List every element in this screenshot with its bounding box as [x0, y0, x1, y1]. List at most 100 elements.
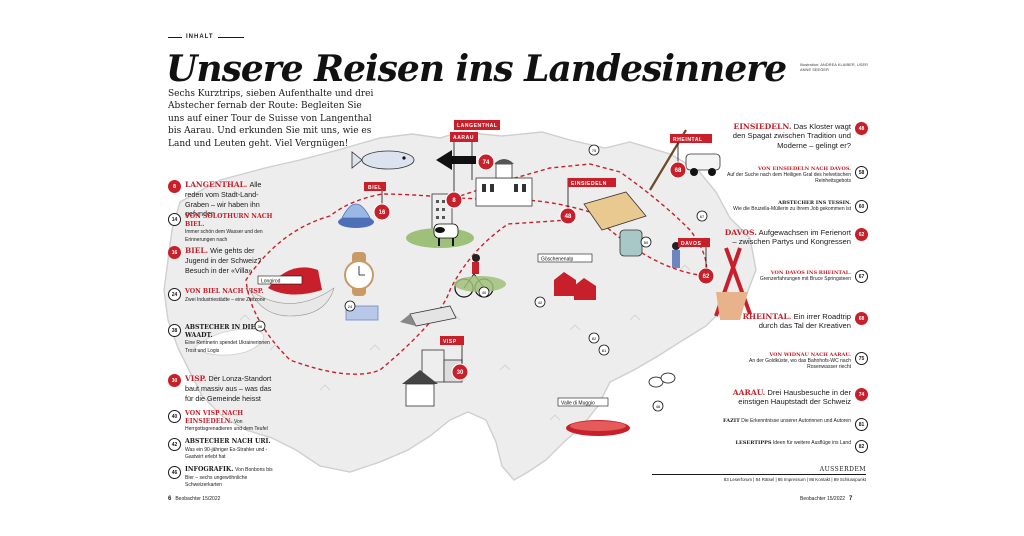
map-pin-small: 46 — [652, 400, 664, 412]
blue-police-light — [338, 203, 374, 228]
muggio-label — [557, 397, 609, 407]
entry-title: FAZIT — [722, 418, 740, 424]
map-pin-small-label: 36 — [258, 324, 263, 329]
toc-entry[interactable]: 42 ABSTECHER NACH URI. Was ein 90-jährig… — [168, 438, 275, 461]
fish-blimp — [351, 150, 415, 170]
kicker-rule — [168, 36, 182, 38]
map-pin-label: 16 — [379, 210, 386, 216]
chalet — [402, 370, 438, 407]
entry-title: LESERTIPPS — [735, 440, 772, 446]
map-label-davos: DAVOS — [681, 241, 701, 247]
map-label-visp: VISP — [443, 339, 457, 345]
toc-entry[interactable]: LESERTIPPS Ideen für weitere Ausflüge in… — [680, 440, 868, 453]
map-pin: 30 — [451, 363, 469, 381]
map-pin-small: 40 — [478, 286, 490, 298]
einsiedeln-board — [583, 191, 647, 231]
green-meadow-2 — [454, 276, 506, 292]
map-pin-small-label: 50 — [644, 240, 649, 245]
rheintal-car — [685, 153, 721, 176]
ausserdem-heading: AUSSERDEM — [819, 466, 866, 473]
page-badge: 14 — [168, 213, 181, 226]
page-badge: 82 — [855, 440, 868, 453]
page-badge: 75 — [855, 352, 868, 365]
entry-title: VON SOLOTHURN NACH BIEL. — [185, 213, 273, 228]
longirod-label — [257, 275, 303, 285]
ausserdem-rule — [652, 474, 866, 475]
toc-entry[interactable]: 14 VON SOLOTHURN NACH BIEL.Immer schön d… — [168, 213, 275, 243]
binoculars — [648, 372, 676, 388]
page-badge: 67 — [855, 270, 868, 283]
page-number-right: 7 — [849, 496, 853, 502]
direction-arrow — [436, 150, 476, 170]
entry-text: Wie gehts der Jugend in der Schweiz? Bes… — [185, 246, 262, 275]
toc-entry[interactable]: AARAU. Drei Hausbesuche in der einstigen… — [722, 388, 868, 407]
page-badge: 30 — [168, 374, 181, 387]
entry-title: LANGENTHAL. — [185, 180, 248, 189]
map-pin-small: 50 — [640, 236, 652, 248]
map-pin: 16 — [373, 203, 391, 221]
entry-text: An der Goldküste, wo das Bahnhofs-WC nac… — [749, 358, 851, 371]
map-pin-label: 48 — [565, 214, 572, 220]
page-badge: 40 — [168, 410, 181, 423]
entry-text: Das Kloster wagt den Spagat zwischen Tra… — [732, 122, 851, 150]
page-badge: 8 — [168, 180, 181, 193]
page-title: Unsere Reisen ins Landesinnere — [166, 48, 787, 90]
entry-title: VON VISP NACH EINSIEDELN. — [185, 410, 244, 425]
map-pin-small-label: 81 — [602, 348, 607, 353]
toc-entry[interactable]: VON EINSIEDELN NACH DAVOS.Auf der Suche … — [722, 166, 868, 184]
entry-title: VON DAVOS INS RHEINTAL. — [770, 270, 851, 276]
toc-entry[interactable]: 46 INFOGRAFIK. Von Bonbons bis Bier – se… — [168, 466, 275, 489]
page-badge: 48 — [855, 122, 868, 135]
watch — [344, 252, 374, 296]
toc-entry[interactable]: VON DAVOS INS RHEINTAL.Grenzerfahrungen … — [722, 270, 868, 283]
page-badge: 24 — [168, 288, 181, 301]
ausserdem-items: 83 Leserforum | 84 Rätsel | 86 Impressum… — [723, 477, 866, 482]
folio-right: Beobachter 15/2022 7 — [800, 496, 852, 502]
page-badge: 60 — [855, 200, 868, 213]
toc-entry[interactable]: 24 VON BIEL NACH VISP.Zwei Industriestäd… — [168, 288, 275, 303]
map-pin-small-label: 40 — [482, 290, 487, 295]
toc-entry[interactable]: 30 VISP. Der Lonza-Standort baut massiv … — [168, 374, 275, 403]
page-badge: 74 — [855, 388, 868, 401]
entry-text: Drei Hausbesuche in der einstigen Haupts… — [738, 388, 851, 407]
flag-davos: DAVOS — [678, 238, 710, 270]
entry-title: RHEINTAL. — [742, 312, 792, 321]
entry-text: Auf der Suche nach dem Heiligen Gral des… — [727, 172, 851, 185]
switzerland-map: LANGENTHAL AARAU BIEL EINSIEDELN RHEINTA… — [163, 120, 757, 481]
map-pin-label: 74 — [483, 160, 490, 166]
toc-entry[interactable]: RHEINTAL. Ein irrer Roadtrip durch das T… — [722, 312, 868, 331]
toc-entry[interactable]: FAZIT Die Erkenntnisse unserer Autorinne… — [680, 418, 868, 431]
flag-aarau: AARAU — [450, 132, 478, 180]
map-pin-small-label: 82 — [592, 336, 597, 341]
entry-text: Grenzerfahrungen mit Bruce Springsteen — [759, 276, 851, 283]
toc-entry[interactable]: 16 BIEL. Wie gehts der Jugend in der Sch… — [168, 246, 275, 275]
page-badge: 81 — [855, 418, 868, 431]
entry-text: Eine Rentnerin spendet Ukrainerinnen Tro… — [185, 340, 270, 354]
toc-entry[interactable]: ABSTECHER INS TESSIN.Wie die Bruzella-Mü… — [722, 200, 868, 213]
toc-entry[interactable]: 40 VON VISP NACH EINSIEDELN. Von Herrgot… — [168, 410, 275, 433]
cow — [433, 223, 459, 246]
entry-text: Ideen für weitere Ausflüge ins Land — [772, 440, 851, 446]
map-pin-small-label: 46 — [656, 404, 661, 409]
page-number-left: 6 — [168, 496, 172, 502]
toc-entry[interactable]: DAVOS. Aufgewachsen im Ferienort – zwisc… — [722, 228, 868, 247]
entry-text: Von Herrgottsgrenadieren und dem Teufel — [185, 418, 268, 433]
train — [400, 305, 457, 327]
illustration-credit: Illustration: ANDREA KLAIBER, USER ANNE … — [800, 62, 869, 72]
map-label-biel: BIEL — [368, 185, 382, 191]
map-label-langenthal: LANGENTHAL — [457, 123, 497, 129]
lake-geneva — [193, 329, 265, 356]
entry-title: ABSTECHER NACH URI. — [185, 438, 271, 445]
page-badge: 42 — [168, 438, 181, 451]
toc-entry[interactable]: 8 LANGENTHAL. Alle reden vom Stadt-Land-… — [168, 180, 275, 219]
map-pin-small-label: 75 — [592, 148, 597, 153]
toc-entry[interactable]: VON WIDNAU NACH AARAU.An der Goldküste, … — [722, 352, 868, 370]
page-badge: 62 — [855, 228, 868, 241]
page-badge: 46 — [168, 466, 181, 479]
entry-text: Ein irrer Roadtrip durch das Tal der Kre… — [758, 312, 851, 331]
toc-entry[interactable]: EINSIEDELN. Das Kloster wagt den Spagat … — [722, 122, 868, 150]
flag-einsiedeln: EINSIEDELN — [567, 178, 616, 212]
entry-title: INFOGRAFIK. — [185, 466, 234, 473]
toc-entry[interactable]: 38 ABSTECHER IN DIE WAADT.Eine Rentnerin… — [168, 324, 275, 354]
